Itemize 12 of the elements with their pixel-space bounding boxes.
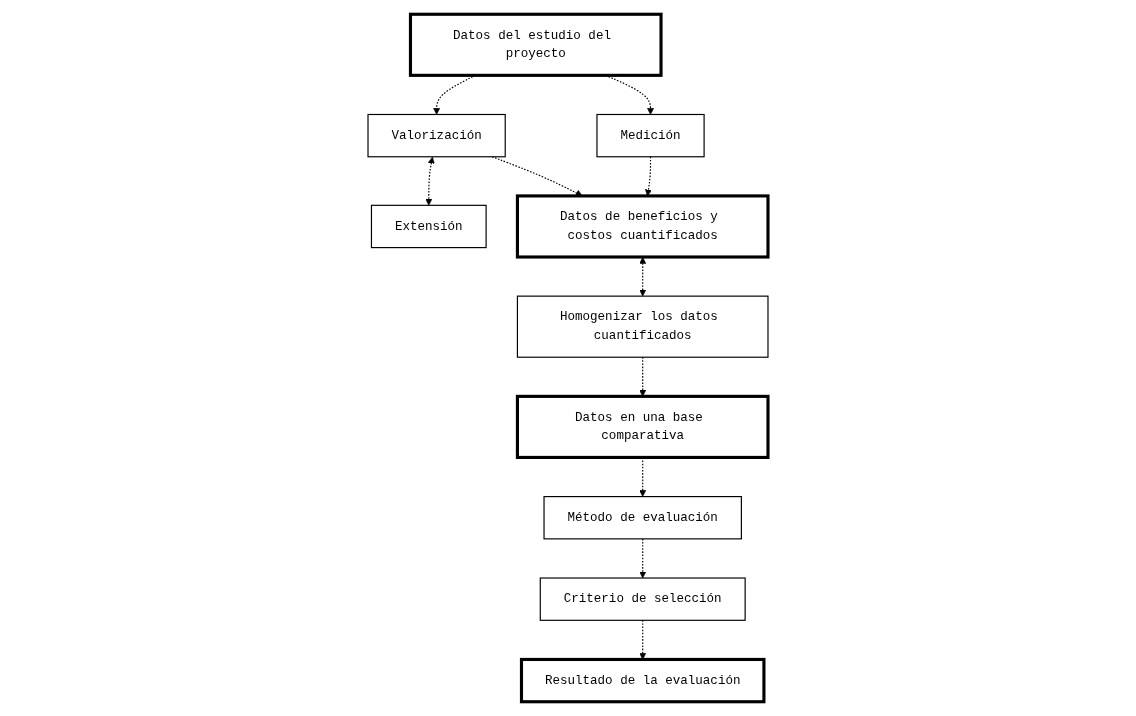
node-box: Extensión <box>370 204 487 249</box>
node-box: Medición <box>596 113 705 158</box>
node-box: Resultado de la evaluación <box>519 657 766 704</box>
node-box: Valorización <box>367 113 506 158</box>
arrow <box>425 156 435 206</box>
node-box: Datos en una base comparativa <box>515 394 770 459</box>
node-box: Datos del estudio del proyecto <box>408 12 663 77</box>
node-box: Criterio de selección <box>539 577 746 621</box>
node-box: Homogenizar los datos cuantificados <box>516 295 769 358</box>
node-box: Método de evaluación <box>543 496 742 540</box>
arrow <box>639 257 647 297</box>
node-box: Datos de beneficios y costos cuantificados <box>515 194 770 259</box>
